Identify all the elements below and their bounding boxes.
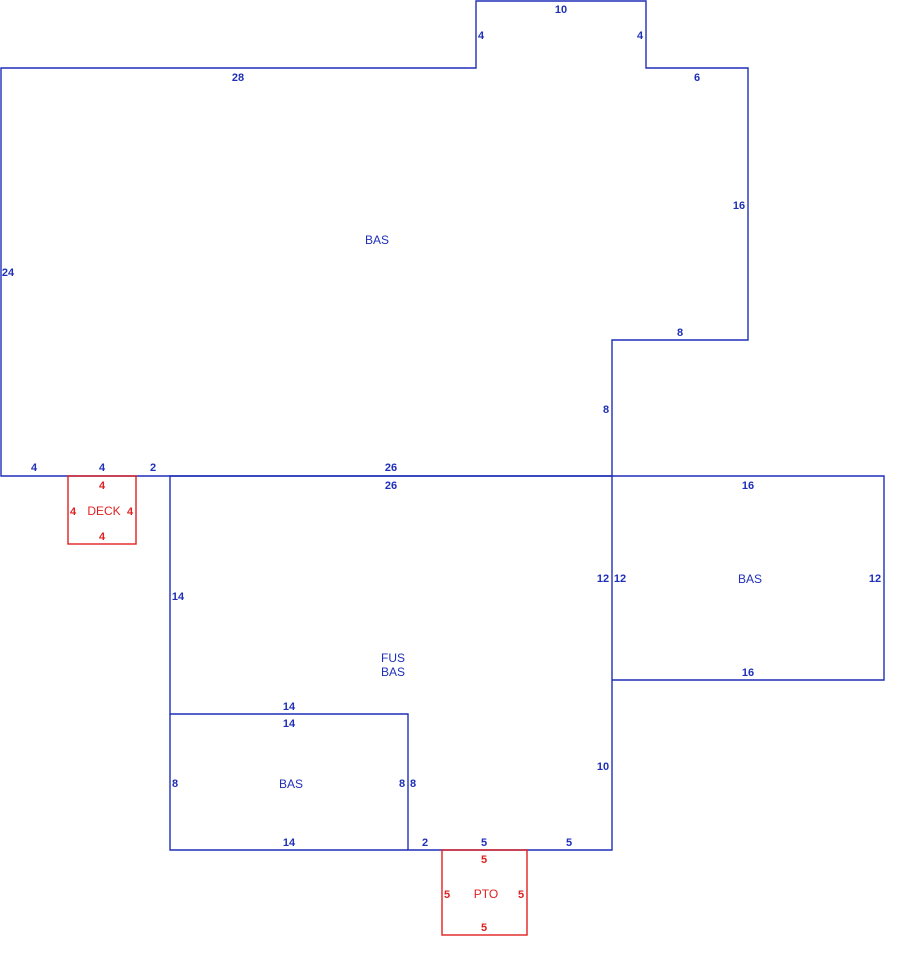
dimension-lower-top-inner: 14 xyxy=(283,718,296,730)
east-area-label: BAS xyxy=(738,572,762,586)
east-bas-outline xyxy=(612,475,885,681)
fus-area-label-line-2: BAS xyxy=(381,665,405,679)
dimension-east-bottom: 16 xyxy=(742,667,754,679)
dimension-main-right-upper: 16 xyxy=(733,200,745,212)
dimension-lower-right: 8 xyxy=(399,778,405,790)
dimension-main-bottom-1: 4 xyxy=(31,462,38,474)
fus-area-label-line-1: FUS xyxy=(381,651,405,665)
main-area-label: BAS xyxy=(365,233,389,247)
dimension-main-bump-right: 4 xyxy=(637,30,644,42)
dimension-lower-top-outer: 14 xyxy=(283,701,296,713)
dimension-patio-left: 5 xyxy=(444,889,450,901)
dimension-main-top-bump: 10 xyxy=(555,4,567,16)
patio-area-label: PTO xyxy=(474,887,498,901)
dimension-main-left: 24 xyxy=(2,267,15,279)
dimension-fus-left: 14 xyxy=(172,591,185,603)
dimension-east-top: 16 xyxy=(742,480,754,492)
dimension-fus-bottom-2: 5 xyxy=(481,837,487,849)
patio-outline xyxy=(441,849,528,936)
dimension-fus-right-upper: 12 xyxy=(597,573,609,585)
deck-area-label: DECK xyxy=(87,504,120,518)
dimension-main-top-left: 28 xyxy=(232,72,244,84)
dimension-fus-top: 26 xyxy=(385,480,397,492)
dimension-fus-right-lower: 10 xyxy=(597,761,609,773)
dimension-main-bottom-2: 4 xyxy=(99,462,106,474)
dimension-deck-bottom: 4 xyxy=(99,531,106,543)
dimension-main-bottom-4: 26 xyxy=(385,462,397,474)
lower-area-label: BAS xyxy=(279,777,303,791)
dimension-main-top-right: 6 xyxy=(694,72,700,84)
dimension-deck-top: 4 xyxy=(99,480,106,492)
dimension-main-bottom-3: 2 xyxy=(150,462,156,474)
dimension-patio-bottom: 5 xyxy=(481,922,487,934)
dimension-patio-right: 5 xyxy=(518,889,524,901)
dimension-fus-bottom-1: 2 xyxy=(422,837,428,849)
dimension-main-bump-left: 4 xyxy=(478,30,485,42)
dimension-east-right: 12 xyxy=(869,573,881,585)
dimension-lower-bottom: 14 xyxy=(283,837,296,849)
dimension-fus-bottom-3: 5 xyxy=(566,837,572,849)
dimension-main-step: 8 xyxy=(677,327,683,339)
dimension-deck-right: 4 xyxy=(127,506,134,518)
dimension-patio-top: 5 xyxy=(481,854,487,866)
dimension-deck-left: 4 xyxy=(70,506,77,518)
dimension-main-step-down: 8 xyxy=(603,404,609,416)
dimension-lower-left: 8 xyxy=(172,778,178,790)
dimension-east-left: 12 xyxy=(614,573,626,585)
dimension-fus-lower-right: 8 xyxy=(410,778,416,790)
deck-outline xyxy=(67,475,137,545)
